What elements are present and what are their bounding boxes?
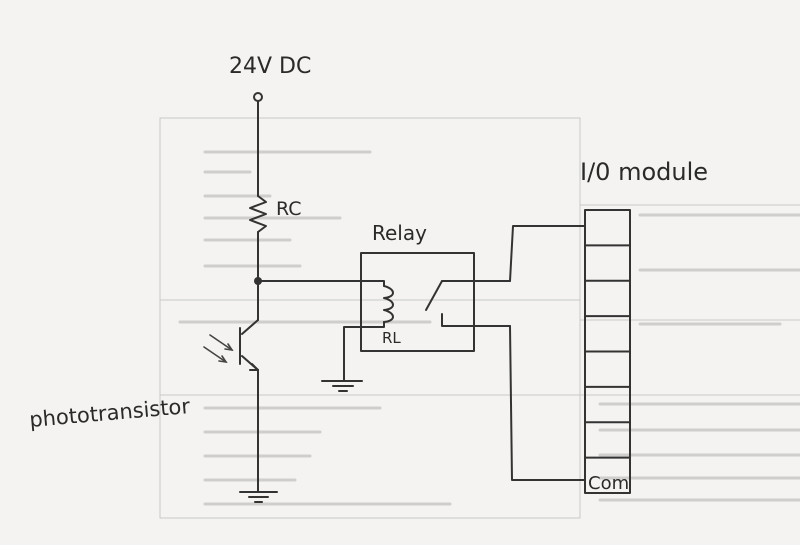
- io-common-wire: [509, 325, 586, 481]
- light-arrows-icon: [203, 334, 234, 364]
- background-bleed-through: [159, 117, 800, 519]
- relay-coil-symbol: [383, 285, 394, 323]
- phototransistor-symbol: [203, 319, 259, 371]
- supply-label: 24V DC: [229, 54, 311, 79]
- coil-feed-wire: [257, 280, 385, 287]
- bleed-lines-right: [598, 213, 800, 502]
- com-label: Com: [588, 473, 629, 494]
- io-signal-wire: [509, 225, 586, 282]
- supply-terminal: [253, 92, 263, 102]
- io-module-channels: [584, 244, 631, 459]
- bleed-lines-left: [178, 150, 452, 506]
- relay-label: Relay: [372, 221, 427, 245]
- coil-return-wire: [343, 321, 385, 382]
- phototransistor-label: phototransistor: [28, 394, 191, 432]
- resistor-label: RC: [276, 198, 302, 220]
- ground-symbol-left: [321, 380, 363, 392]
- resistor-rc-symbol: [249, 195, 267, 233]
- io-module-label: I/0 module: [580, 158, 708, 186]
- relay-contact-symbol: [425, 280, 511, 327]
- relay-box: [360, 252, 475, 352]
- coil-label: RL: [382, 329, 401, 347]
- ground-symbol-bottom: [239, 491, 278, 503]
